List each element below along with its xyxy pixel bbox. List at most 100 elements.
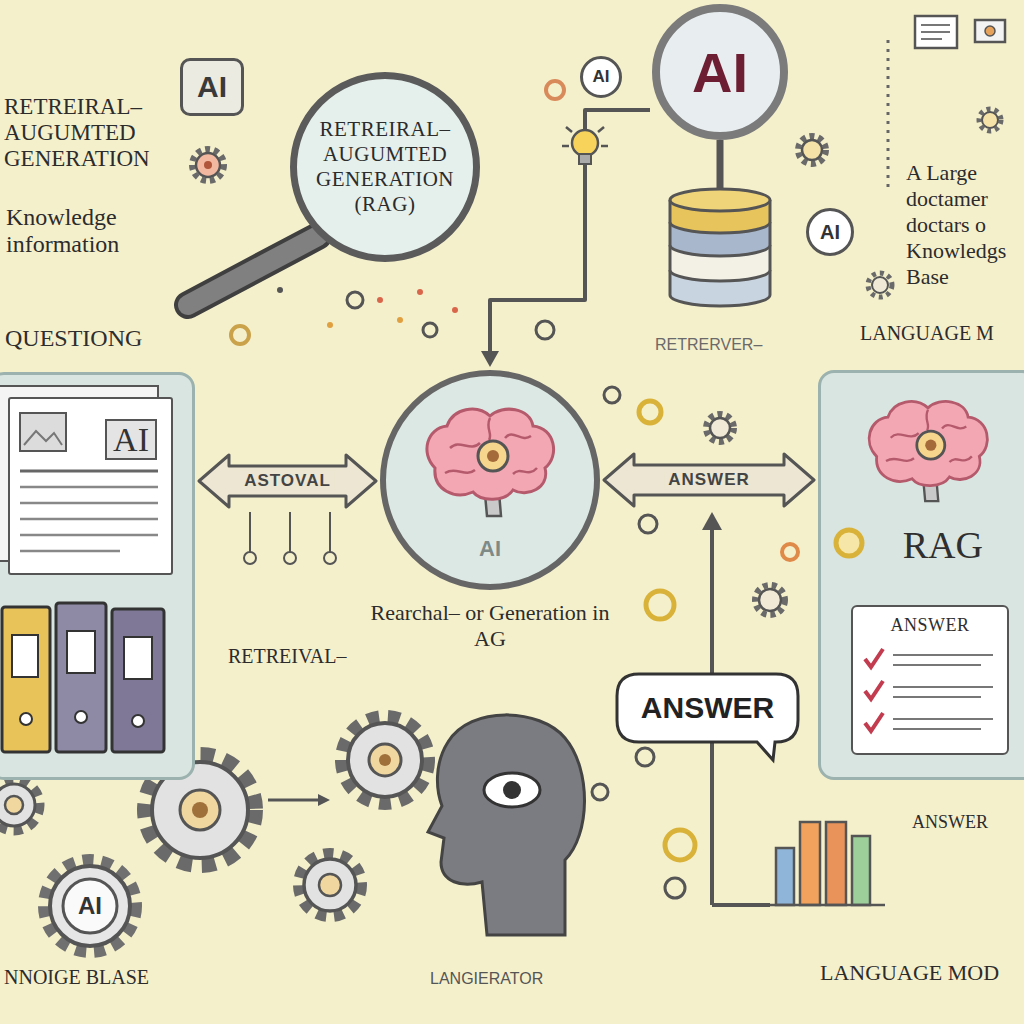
magnifier-handle-part — [188, 236, 318, 305]
small-gears-part — [982, 112, 998, 128]
up-arrow-part — [702, 512, 722, 530]
small-gears-part — [872, 277, 888, 293]
ring-doodle-part — [836, 530, 862, 556]
label-text: A Large doctamer doctars o Knowledgs Bas… — [906, 160, 1018, 290]
head-silhouette — [428, 715, 585, 935]
ring-doodles-part — [423, 323, 437, 337]
small-gear — [192, 149, 224, 181]
gear-cluster-part — [192, 802, 208, 818]
ring-doodles-part — [592, 784, 608, 800]
ring-doodles-part — [639, 401, 661, 423]
gear-cluster-part — [341, 716, 429, 804]
connector-label: ASTOVAL — [240, 471, 335, 491]
checklist-lines-part — [893, 696, 981, 698]
head-silhouette-part — [503, 781, 521, 799]
binder-shelf-part — [56, 603, 106, 752]
gear-outline-part — [63, 879, 117, 933]
gear-cluster-part — [180, 790, 220, 830]
binder-shelf-part — [67, 631, 95, 673]
confetti-dots-part — [417, 289, 423, 295]
document-icon — [915, 16, 1005, 48]
magnifier-handle-part — [188, 236, 318, 305]
binder-shelf-part — [112, 609, 164, 752]
lightbulb-icon — [562, 127, 608, 164]
brain-picture-part — [427, 409, 554, 499]
lightbulb-icon-part — [572, 130, 598, 156]
document-lines-part — [20, 518, 158, 521]
ring-doodles-part — [347, 292, 363, 308]
document-icon-part — [921, 24, 950, 26]
small-gears-part — [802, 140, 822, 160]
lightbulb-icon-part — [579, 154, 591, 164]
checklist-lines-part — [865, 649, 883, 667]
bar-chart-part — [826, 822, 846, 905]
arrow-head — [481, 351, 499, 367]
brain-picture-part — [886, 410, 972, 462]
brain-picture — [858, 391, 998, 505]
ring-doodles-part — [546, 81, 564, 99]
brain-picture-part — [925, 440, 936, 451]
label-text: LANGUAGE MOD — [820, 960, 999, 986]
brain-picture — [415, 398, 565, 520]
brain-picture-part — [917, 431, 945, 459]
small-gears-part — [979, 109, 1001, 131]
node-text: AI — [820, 221, 840, 244]
hanging-lines-part — [284, 552, 296, 564]
checklist-lines-part — [893, 718, 993, 720]
database-icon-part — [717, 140, 724, 190]
gear-outline-part — [44, 860, 136, 952]
binder-shelf-part — [20, 713, 32, 725]
document-lines-part — [20, 413, 66, 451]
binder-shelf-part — [132, 715, 144, 727]
dotted-line — [887, 40, 890, 190]
ai-badge: AI — [580, 56, 622, 98]
gear-cluster-part — [369, 744, 401, 776]
lightbulb-icon-part — [598, 127, 604, 132]
block-arrow — [199, 455, 376, 507]
node-text: QUESTIONG — [5, 325, 142, 352]
ring-doodles-part — [604, 387, 620, 403]
speech-bubble: ANSWER — [615, 672, 800, 744]
label-text: Knowledge information — [6, 204, 166, 258]
brain-circle: AI — [380, 370, 600, 590]
bar-chart — [770, 822, 885, 905]
bar-chart-part — [800, 822, 820, 905]
checklist-lines-part — [865, 681, 883, 699]
document-lines-part — [20, 486, 158, 489]
ring-doodles-part — [665, 830, 695, 860]
gear-cluster-part — [319, 874, 341, 896]
node-text: AI — [197, 70, 227, 104]
database-icon — [670, 140, 770, 306]
checklist-lines-part — [893, 686, 993, 688]
ring-doodles-part — [536, 321, 554, 339]
small-gears-part — [868, 273, 892, 297]
binder-shelf-part — [124, 637, 152, 679]
small-gears-part — [706, 414, 734, 442]
database-icon-part — [670, 189, 770, 211]
document-lines-part — [20, 550, 120, 553]
small-gear-part — [192, 149, 224, 181]
checklist-lines-part — [893, 728, 981, 730]
document-page: AI — [8, 397, 173, 575]
ring-doodles-part — [665, 878, 685, 898]
label-text: ANSWER — [912, 812, 988, 833]
ai-box: AI — [180, 58, 244, 116]
ring-doodles-part — [231, 326, 249, 344]
ring-doodle — [829, 523, 869, 563]
binder-shelf — [0, 597, 170, 757]
node-text: RAG — [903, 523, 983, 567]
confetti-dots-part — [277, 287, 283, 293]
ring-doodles-part — [636, 748, 654, 766]
confetti-dots-part — [397, 317, 403, 323]
head-silhouette-part — [484, 773, 540, 807]
label-text: RETREIVAL– — [228, 645, 347, 668]
node-text: AI — [692, 40, 748, 105]
node-text: AI — [105, 419, 157, 460]
checklist-lines-part — [893, 654, 993, 656]
binder-shelf-part — [2, 607, 50, 752]
node-text: ANSWER — [891, 615, 970, 636]
label-text: NNOIGE BLASE — [4, 966, 149, 989]
bar-chart-part — [776, 848, 794, 905]
gear-outline-part — [50, 866, 130, 946]
gear-cluster-part — [298, 853, 362, 917]
